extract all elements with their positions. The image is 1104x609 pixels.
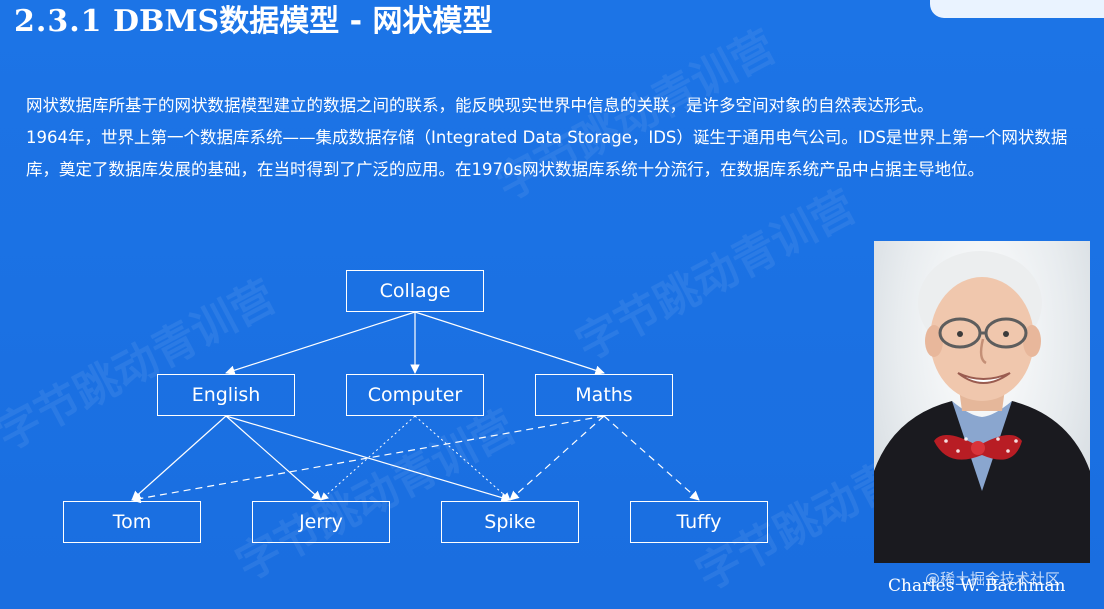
edge-english-spike — [225, 415, 511, 503]
edge-computer-spike — [414, 415, 511, 501]
edge-maths-spike — [509, 415, 605, 501]
node-jerry: Jerry — [252, 501, 390, 543]
node-tom: Tom — [63, 501, 201, 543]
title-zh: 数据模型 - 网状模型 — [219, 4, 493, 39]
top-corner-tab — [930, 0, 1104, 18]
photo-caption: Charles W. Bachman — [888, 576, 1066, 596]
edge-maths-tuffy — [603, 415, 700, 501]
edge-collage-english — [225, 311, 416, 375]
edge-english-jerry — [225, 415, 322, 501]
title-number: 2.3.1 — [14, 4, 103, 39]
body-text: 网状数据库所基于的网状数据模型建立的数据之间的联系，能反映现实世界中信息的关联，… — [26, 90, 1086, 186]
title-dbms: DBMS — [112, 4, 220, 39]
edge-english-tom — [131, 415, 227, 501]
paragraph-2: 1964年，世界上第一个数据库系统——集成数据存储（Integrated Dat… — [26, 128, 1068, 179]
edge-maths-tom — [131, 415, 605, 504]
edge-computer-jerry — [320, 415, 416, 501]
node-spike: Spike — [441, 501, 579, 543]
source-credit: @稀土掘金技术社区 — [925, 570, 1061, 588]
slide-title: 2.3.1 DBMS数据模型 - 网状模型 — [14, 2, 493, 42]
portrait-illustration — [874, 251, 1090, 563]
node-tuffy: Tuffy — [630, 501, 768, 543]
node-collage: Collage — [346, 270, 484, 312]
edge-collage-maths — [414, 311, 605, 375]
node-maths: Maths — [535, 374, 673, 416]
node-english: English — [157, 374, 295, 416]
paragraph-1: 网状数据库所基于的网状数据模型建立的数据之间的联系，能反映现实世界中信息的关联，… — [26, 96, 934, 115]
node-computer: Computer — [346, 374, 484, 416]
portrait-photo — [874, 241, 1090, 563]
